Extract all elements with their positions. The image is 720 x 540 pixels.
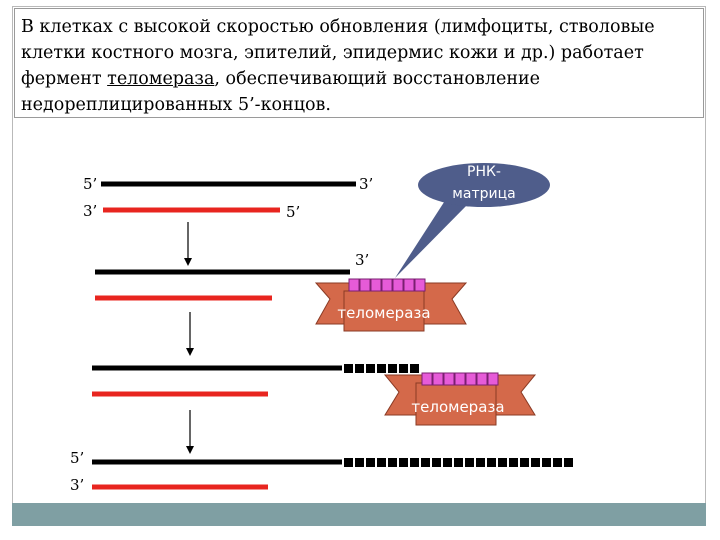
rna-unit (421, 372, 433, 386)
label-3prime-stage2: 3’ (355, 251, 369, 269)
telomere-extension-2 (344, 458, 573, 467)
caption-term: теломераза (107, 69, 215, 89)
telomerase-enzyme-2: теломераза (383, 372, 537, 426)
telomere-repeat (410, 364, 419, 373)
label-5prime-bottom: 5’ (286, 203, 300, 221)
arrow-3-head (186, 446, 194, 454)
rna-unit (454, 372, 466, 386)
label-5prime-final: 5’ (70, 449, 84, 467)
rna-unit (359, 278, 371, 292)
telomere-extension-1 (344, 364, 419, 373)
slide-caption: В клетках с высокой скоростью обновления… (14, 8, 704, 118)
telomere-repeat (344, 458, 353, 467)
telomere-repeat (553, 458, 562, 467)
telomere-repeat (388, 458, 397, 467)
telomere-repeat (388, 364, 397, 373)
rna-matrix-bubble (418, 163, 550, 207)
rna-unit (443, 372, 455, 386)
telomere-repeat (454, 458, 463, 467)
enzyme-label-2: теломераза (411, 398, 504, 416)
telomere-repeat (377, 458, 386, 467)
telomerase-enzyme-1: теломераза (314, 278, 468, 332)
label-3prime-final: 3’ (70, 476, 84, 494)
telomere-repeat (355, 458, 364, 467)
enzyme-label-1: теломераза (337, 304, 430, 322)
label-5prime-top: 5’ (83, 175, 97, 193)
rna-unit (370, 278, 382, 292)
telomere-repeat (520, 458, 529, 467)
label-3prime-bottom: 3’ (83, 202, 97, 220)
telomere-repeat (509, 458, 518, 467)
label-3prime-top: 3’ (359, 175, 373, 193)
bottom-bar (12, 503, 706, 526)
rna-unit (348, 278, 360, 292)
telomere-repeat (377, 364, 386, 373)
arrow-2-head (186, 348, 194, 356)
telomere-repeat (542, 458, 551, 467)
rna-unit (403, 278, 415, 292)
rna-template-units-2 (421, 372, 499, 386)
telomere-repeat (531, 458, 540, 467)
caption-text-2: , обеспечивающий восстановление недорепл… (21, 69, 541, 115)
telomere-repeat (498, 458, 507, 467)
telomere-repeat (443, 458, 452, 467)
rna-unit (432, 372, 444, 386)
rna-matrix-label-1: РНК- (467, 164, 501, 180)
telomere-repeat (399, 458, 408, 467)
telomere-repeat (564, 458, 573, 467)
rna-template-units-1 (348, 278, 426, 292)
telomere-repeat (366, 458, 375, 467)
telomere-repeat (476, 458, 485, 467)
rna-matrix-pointer (395, 196, 470, 278)
caption-text-1: В клетках с высокой скоростью обновления… (21, 17, 655, 89)
telomere-repeat (355, 364, 364, 373)
rna-unit (487, 372, 499, 386)
arrow-1-head (184, 258, 192, 266)
rna-unit (476, 372, 488, 386)
rna-matrix-label-2: матрица (452, 186, 515, 202)
rna-unit (392, 278, 404, 292)
telomere-repeat (421, 458, 430, 467)
telomere-repeat (366, 364, 375, 373)
telomere-repeat (410, 458, 419, 467)
telomere-repeat (399, 364, 408, 373)
telomere-repeat (487, 458, 496, 467)
telomere-repeat (344, 364, 353, 373)
rna-unit (381, 278, 393, 292)
telomere-repeat (432, 458, 441, 467)
rna-unit (465, 372, 477, 386)
rna-unit (414, 278, 426, 292)
telomere-repeat (465, 458, 474, 467)
